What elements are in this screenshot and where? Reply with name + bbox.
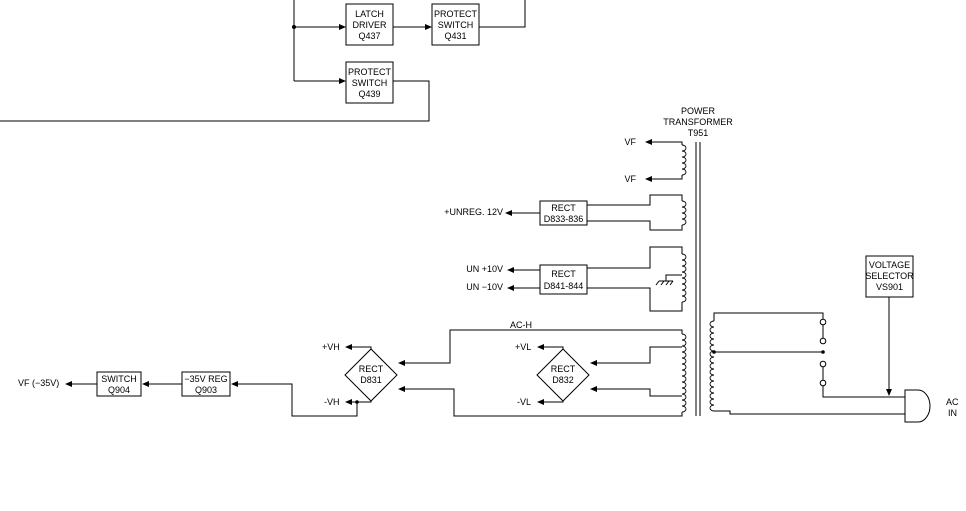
rect-d841-label: RECT xyxy=(551,269,576,279)
latch-driver-ref: Q437 xyxy=(358,31,380,41)
rect-d832-ref: D832 xyxy=(552,375,574,385)
rect-d833-ref: D833-836 xyxy=(544,214,584,224)
latch-driver-block: LATCH DRIVER Q437 xyxy=(345,3,394,46)
ac-in-label: AC xyxy=(946,397,959,407)
vh-vl-winding: AC-H RECT D831 +VH -VH RECT D832 +VL -VL… xyxy=(18,320,687,417)
transformer-label: POWER xyxy=(681,106,716,116)
unreg-12v-winding: RECT D833-836 +UNREG. 12V xyxy=(444,194,687,231)
ac-h-label: AC-H xyxy=(510,320,532,330)
rect-d833-836-block xyxy=(539,200,588,226)
voltage-selector-block: VOLTAGE SELECTOR VS901 xyxy=(865,255,914,298)
vf-bottom-label: VF xyxy=(624,174,636,184)
voltage-selector-ref: VS901 xyxy=(876,282,903,292)
rect-d831-block: RECT D831 xyxy=(344,348,398,402)
reg-q903-ref: Q903 xyxy=(195,385,217,395)
vf-top-label: VF xyxy=(624,137,636,147)
ac-in-label-2: IN xyxy=(948,408,957,418)
unreg-12v-label: +UNREG. 12V xyxy=(444,207,503,217)
un-plus-10v-label: UN +10V xyxy=(466,264,503,274)
protect-switch-q431-block: PROTECT SWITCH Q431 xyxy=(431,3,480,46)
rect-d831-label: RECT xyxy=(359,364,384,374)
voltage-selector-label-2: SELECTOR xyxy=(865,271,914,281)
rect-d831-ref: D831 xyxy=(360,375,382,385)
minus-vh-label: -VH xyxy=(324,397,340,407)
rect-d833-label: RECT xyxy=(551,203,576,213)
ac-plug-icon xyxy=(904,389,931,423)
protect-switch-q431-label-2: SWITCH xyxy=(438,20,474,30)
rect-d841-844-block xyxy=(539,264,588,295)
reg-q903-block: −35V REG Q903 xyxy=(181,371,231,397)
rect-d841-ref: D841-844 xyxy=(544,281,584,291)
protect-switch-q431-ref: Q431 xyxy=(444,31,466,41)
plus-vh-label: +VH xyxy=(322,342,340,352)
protect-switch-q439-block: PROTECT SWITCH Q439 xyxy=(345,61,394,104)
latch-driver-label: LATCH xyxy=(355,9,384,19)
un-minus-10v-label: UN −10V xyxy=(466,282,503,292)
rect-d832-label: RECT xyxy=(551,364,576,374)
minus-vl-label: -VL xyxy=(517,397,531,407)
latch-driver-label-2: DRIVER xyxy=(352,20,387,30)
primary-winding: VOLTAGE SELECTOR VS901 AC IN xyxy=(709,255,959,423)
protect-section: LATCH DRIVER Q437 PROTECT SWITCH Q431 PR… xyxy=(0,0,526,122)
protect-switch-q439-label: PROTECT xyxy=(348,67,392,77)
switch-q904-ref: Q904 xyxy=(108,385,130,395)
un-10v-winding: RECT D841-844 UN +10V UN −10V xyxy=(466,246,687,312)
protect-switch-q431-label: PROTECT xyxy=(434,9,478,19)
switch-q904-block: SWITCH Q904 xyxy=(96,371,142,397)
protect-switch-q439-label-2: SWITCH xyxy=(352,78,388,88)
vf-minus-35v-label: VF (−35V) xyxy=(18,378,59,388)
transformer-ref: T951 xyxy=(688,128,709,138)
switch-q904-label: SWITCH xyxy=(101,374,137,384)
vf-winding: VF VF xyxy=(624,137,687,184)
transformer-label-2: TRANSFORMER xyxy=(663,117,733,127)
reg-q903-label: −35V REG xyxy=(184,374,227,384)
power-transformer: POWER TRANSFORMER T951 xyxy=(663,106,733,416)
plus-vl-label: +VL xyxy=(515,342,531,352)
protect-switch-q439-ref: Q439 xyxy=(358,89,380,99)
rect-d832-block: RECT D832 xyxy=(536,348,590,402)
voltage-selector-label: VOLTAGE xyxy=(869,260,910,270)
